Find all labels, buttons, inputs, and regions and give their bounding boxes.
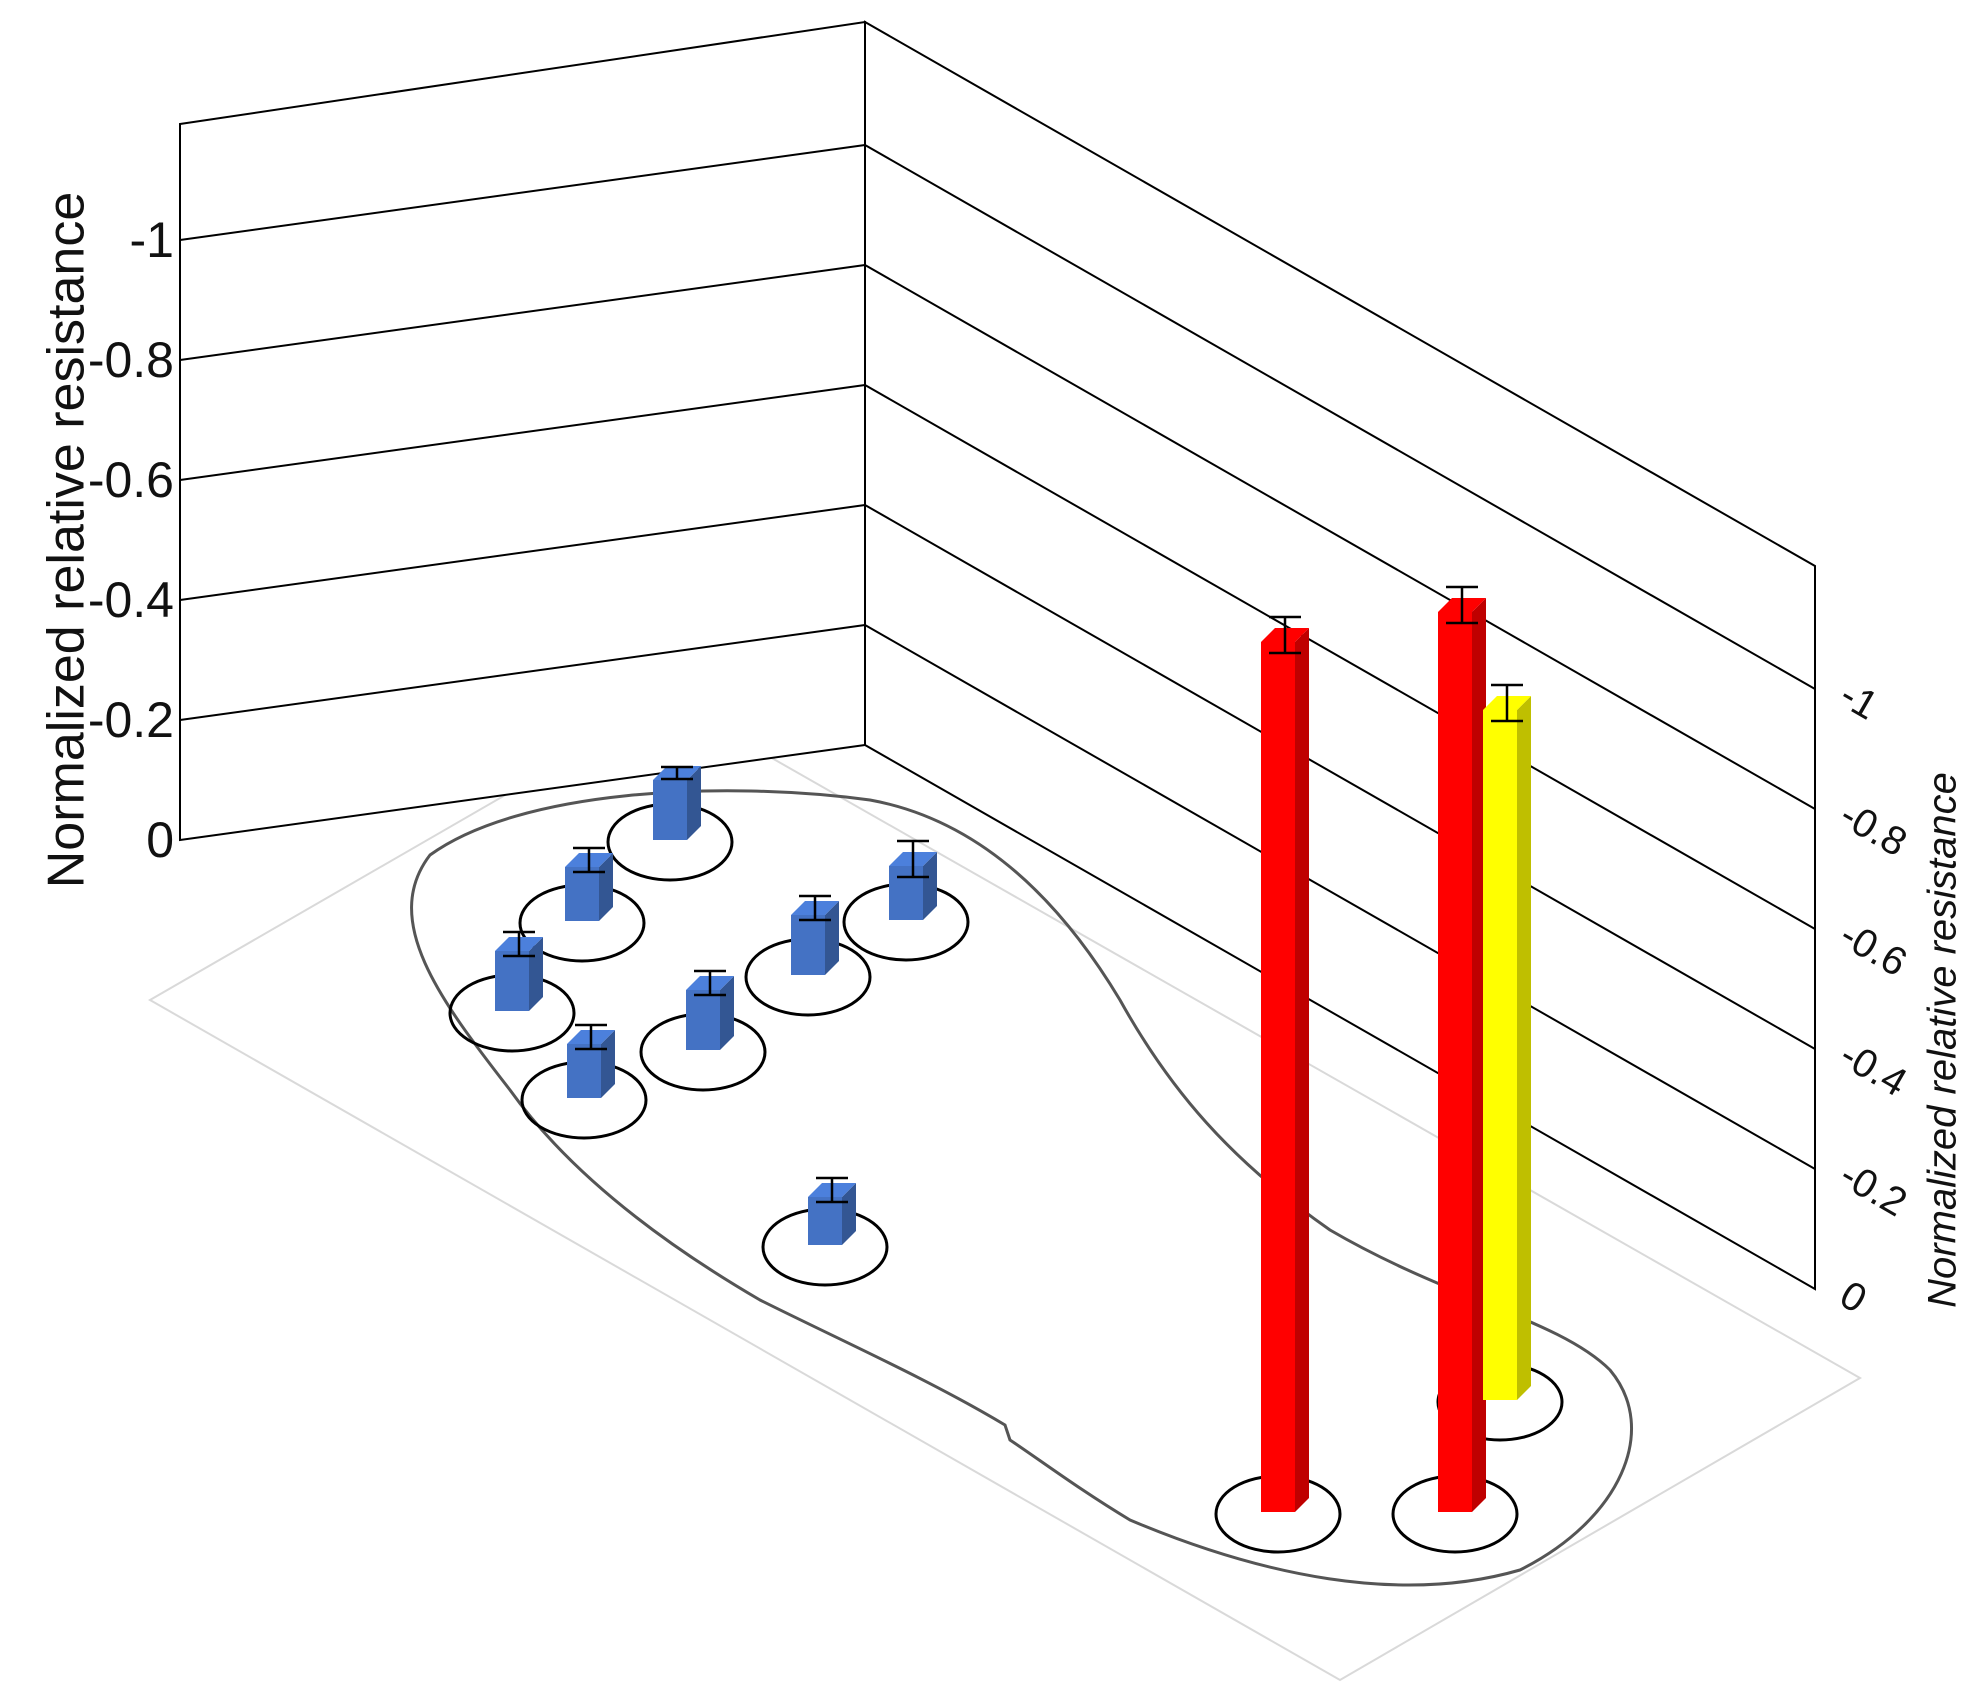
tick-label-right: -1 xyxy=(1833,673,1886,729)
bars xyxy=(495,585,1531,1512)
error-bar xyxy=(1491,683,1523,723)
grid-left xyxy=(179,144,866,721)
y-axis-title-right: Normalized relative resistance xyxy=(1921,772,1965,1308)
bar xyxy=(889,839,937,920)
error-bar xyxy=(1269,615,1301,655)
bar-front-face xyxy=(1483,710,1517,1400)
bar xyxy=(653,765,701,840)
tick-label-right: -0.8 xyxy=(1833,793,1915,866)
walls: 0-0.2-0.4-0.6-0.8-1 0-0.2-0.4-0.6-0.8-1 … xyxy=(38,20,1965,1322)
bar-front-face xyxy=(1438,612,1472,1512)
gridline-right xyxy=(864,504,1816,1050)
tick-label-right: -0.2 xyxy=(1833,1153,1915,1226)
tick-label-right: -0.6 xyxy=(1833,913,1915,986)
y-axis-title-left: Normalized relative resistance xyxy=(38,192,96,889)
bar xyxy=(1438,585,1486,1512)
error-bar xyxy=(816,1176,848,1204)
bar-front-face xyxy=(808,1197,842,1245)
gridline-left xyxy=(179,504,866,601)
bar-side-face xyxy=(1295,628,1309,1512)
bar-front-face xyxy=(791,915,825,975)
error-bar xyxy=(503,930,535,958)
bar-side-face xyxy=(1472,598,1486,1512)
bar-side-face xyxy=(687,766,701,840)
bar-front-face xyxy=(565,867,599,921)
tick-label-right: 0 xyxy=(1833,1273,1874,1322)
bar xyxy=(791,894,839,975)
error-bar xyxy=(1446,585,1478,625)
bar xyxy=(686,969,734,1050)
floor xyxy=(147,698,1863,1682)
left-wall xyxy=(179,20,866,842)
gridline-left xyxy=(179,384,866,481)
foot-outline xyxy=(410,789,1634,1587)
floor-plane xyxy=(147,698,1863,1682)
bar-side-face xyxy=(599,853,613,921)
bar-side-face xyxy=(842,1183,856,1245)
bar-front-face xyxy=(495,951,529,1011)
error-bar xyxy=(575,1023,607,1051)
gridline-right xyxy=(864,144,1816,690)
tick-label-left: -0.2 xyxy=(88,692,174,748)
tick-label-left: -0.8 xyxy=(88,332,174,388)
error-bar xyxy=(799,894,831,922)
bar xyxy=(1483,683,1531,1400)
error-bar xyxy=(897,839,929,879)
bar-side-face xyxy=(1517,696,1531,1400)
bar-side-face xyxy=(601,1030,615,1098)
error-bar xyxy=(694,969,726,997)
bar-front-face xyxy=(1261,642,1295,1512)
gridline-right xyxy=(864,264,1816,810)
error-bar xyxy=(573,846,605,874)
bar-front-face xyxy=(653,780,687,840)
tick-labels-right: 0 -0.2 -0.4 -0.6 -0.8 -1 xyxy=(1833,673,1915,1322)
tick-label-left: 0 xyxy=(146,812,174,868)
bar-side-face xyxy=(923,852,937,920)
bar-front-face xyxy=(686,990,720,1050)
tick-label-left: -0.6 xyxy=(88,452,174,508)
bar-front-face xyxy=(567,1044,601,1098)
bar xyxy=(565,846,613,921)
tick-label-left: -1 xyxy=(130,212,174,268)
gridline-right xyxy=(864,624,1816,1170)
tick-labels-left: 0 -0.2 -0.4 -0.6 -0.8 -1 xyxy=(88,212,174,868)
tick-label-left: -0.4 xyxy=(88,572,174,628)
gridline-left xyxy=(179,624,866,721)
bar xyxy=(1261,615,1309,1512)
gridline-right xyxy=(864,384,1816,930)
bar xyxy=(808,1176,856,1245)
bar xyxy=(495,930,543,1011)
error-bar xyxy=(661,765,693,781)
gridline-left xyxy=(179,144,866,241)
tick-label-right: -0.4 xyxy=(1833,1033,1915,1106)
bar xyxy=(567,1023,615,1098)
gridline-left xyxy=(179,264,866,361)
right-wall xyxy=(864,20,1816,1291)
grid-right xyxy=(864,144,1816,1170)
bar-front-face xyxy=(889,866,923,920)
